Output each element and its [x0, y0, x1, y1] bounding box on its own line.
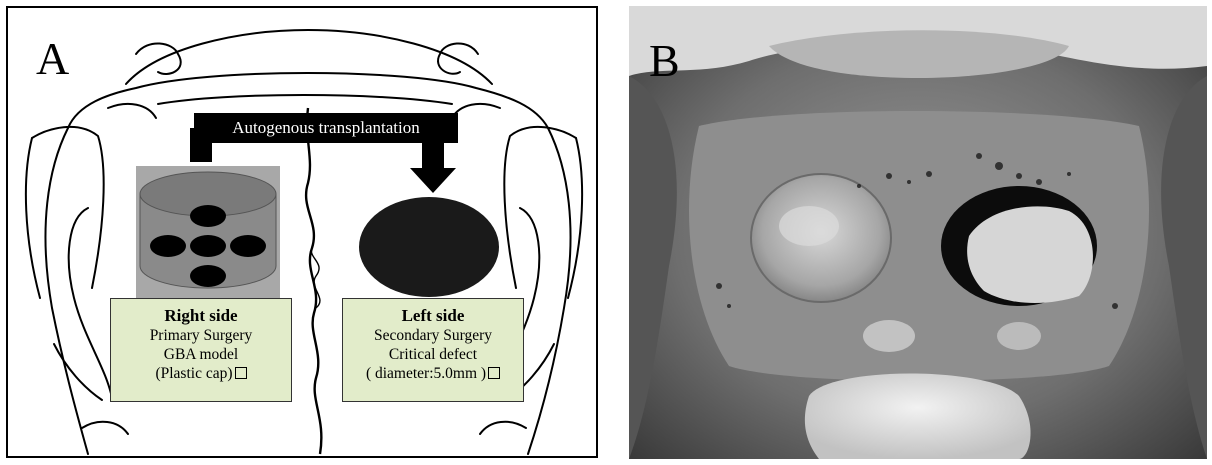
cap-hole-left: [150, 235, 186, 257]
panel-b-surgical-photo: B: [629, 6, 1207, 459]
left-side-line-2: Critical defect: [343, 345, 523, 364]
right-side-line-3-wrap: (Plastic cap): [111, 364, 291, 383]
cap-hole-center: [190, 235, 226, 257]
square-glyph-icon: [488, 367, 500, 379]
panel-letter-b: B: [649, 38, 680, 84]
left-side-line-3: ( diameter:5.0mm ): [366, 365, 486, 382]
panel-letter-a: A: [36, 36, 69, 82]
autogenous-transplantation-label: Autogenous transplantation: [194, 113, 458, 143]
left-side-title: Left side: [343, 306, 523, 326]
cap-hole-top: [190, 205, 226, 227]
right-side-box: Right side Primary Surgery GBA model (Pl…: [110, 298, 292, 402]
critical-defect-illustration: [358, 196, 500, 298]
left-side-box: Left side Secondary Surgery Critical def…: [342, 298, 524, 402]
right-side-line-2: GBA model: [111, 345, 291, 364]
right-side-line-1: Primary Surgery: [111, 326, 291, 345]
plastic-cap-illustration: [136, 166, 280, 298]
left-side-line-3-wrap: ( diameter:5.0mm ): [343, 364, 523, 383]
cap-hole-bottom: [190, 265, 226, 287]
surgical-site-photo: [629, 6, 1207, 459]
left-side-line-1: Secondary Surgery: [343, 326, 523, 345]
cap-hole-right: [230, 235, 266, 257]
right-side-line-3: (Plastic cap): [155, 365, 232, 382]
square-glyph-icon: [235, 367, 247, 379]
panel-a-schematic: A Autogenous transplantation Right side …: [6, 6, 598, 458]
right-side-title: Right side: [111, 306, 291, 326]
